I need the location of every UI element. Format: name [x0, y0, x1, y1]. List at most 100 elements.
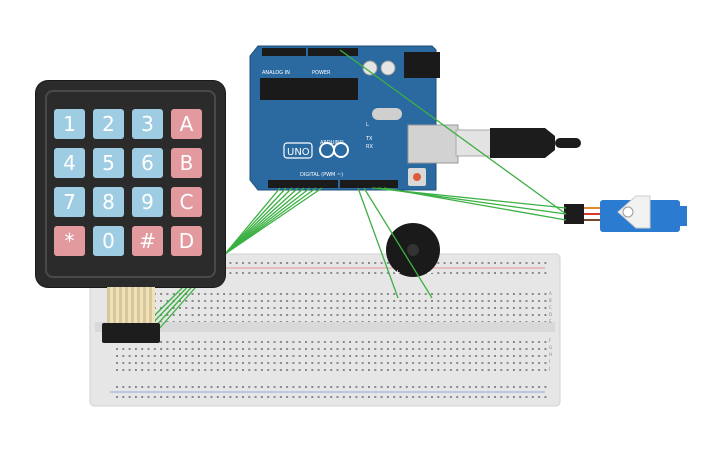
- breadboard-hole: [160, 293, 163, 295]
- breadboard-hole: [368, 396, 370, 398]
- power-jack: [404, 52, 440, 78]
- breadboard-hole: [260, 272, 263, 274]
- breadboard-hole: [210, 348, 213, 350]
- breadboard-hole: [449, 362, 452, 364]
- breadboard-hole: [204, 362, 207, 364]
- keypad-key[interactable]: B: [171, 148, 202, 178]
- breadboard-hole: [355, 362, 358, 364]
- breadboard-hole: [437, 272, 440, 274]
- breadboard-hole: [153, 348, 156, 350]
- keypad-key[interactable]: 2: [93, 109, 124, 139]
- breadboard-hole: [443, 386, 446, 388]
- arduino-uno[interactable]: UNO ARDUINO ANALOG IN POWER DIGITAL (PWM…: [249, 45, 459, 191]
- breadboard-hole: [399, 314, 402, 316]
- keypad-key[interactable]: *: [54, 226, 85, 256]
- breadboard-hole: [481, 307, 484, 309]
- breadboard-hole: [399, 369, 402, 371]
- breadboard-hole: [254, 341, 257, 343]
- breadboard-hole: [248, 262, 251, 264]
- servo-motor[interactable]: [564, 195, 687, 232]
- breadboard-hole: [260, 396, 263, 398]
- keypad-key[interactable]: 7: [54, 187, 85, 217]
- wires[interactable]: [139, 49, 567, 331]
- breadboard-hole: [386, 396, 389, 398]
- breadboard-hole: [431, 307, 433, 309]
- breadboard[interactable]: A B C D E F G H I J: [89, 253, 561, 407]
- breadboard-hole: [418, 369, 421, 371]
- breadboard-hole: [475, 293, 478, 295]
- breadboard-hole: [512, 314, 515, 316]
- keypad-key[interactable]: 0: [93, 226, 124, 256]
- breadboard-hole: [292, 293, 295, 295]
- breadboard-hole: [519, 300, 522, 302]
- keypad-key[interactable]: A: [171, 109, 202, 139]
- keypad-key[interactable]: 4: [54, 148, 85, 178]
- keypad-key[interactable]: 5: [93, 148, 124, 178]
- breadboard-hole: [500, 272, 503, 274]
- breadboard-hole: [210, 300, 213, 302]
- breadboard-hole: [418, 396, 421, 398]
- piezo-buzzer[interactable]: + −: [386, 223, 440, 277]
- breadboard-hole: [393, 314, 396, 316]
- keypad-key[interactable]: 9: [132, 187, 163, 217]
- usb-cable[interactable]: [455, 128, 581, 158]
- breadboard-hole: [456, 355, 459, 357]
- breadboard-hole: [512, 362, 515, 364]
- keypad-key[interactable]: D: [171, 226, 202, 256]
- svg-text:B: B: [549, 298, 552, 303]
- keypad-key[interactable]: 8: [93, 187, 124, 217]
- keypad-key[interactable]: 1: [54, 109, 85, 139]
- breadboard-hole: [500, 300, 503, 302]
- keypad-key[interactable]: 6: [132, 148, 163, 178]
- breadboard-hole: [487, 348, 490, 350]
- breadboard-hole: [449, 272, 452, 274]
- breadboard-hole: [538, 355, 541, 357]
- breadboard-hole: [248, 341, 251, 343]
- breadboard-hole: [418, 307, 421, 309]
- breadboard-hole: [443, 262, 446, 264]
- breadboard-hole: [481, 341, 484, 343]
- breadboard-hole: [323, 300, 326, 302]
- breadboard-hole: [374, 262, 377, 264]
- keypad-header-pins[interactable]: [102, 323, 160, 343]
- breadboard-hole: [506, 300, 509, 302]
- breadboard-hole: [235, 386, 238, 388]
- breadboard-hole: [525, 386, 528, 388]
- breadboard-hole: [481, 362, 484, 364]
- arduino-logo-icon: [319, 142, 349, 158]
- breadboard-hole: [468, 314, 471, 316]
- breadboard-hole: [437, 386, 440, 388]
- svg-text:I: I: [549, 359, 550, 364]
- breadboard-hole: [418, 300, 421, 302]
- breadboard-hole: [456, 348, 459, 350]
- breadboard-hole: [449, 300, 452, 302]
- breadboard-hole: [386, 355, 389, 357]
- keypad-key[interactable]: #: [132, 226, 163, 256]
- keypad-key[interactable]: C: [171, 187, 202, 217]
- breadboard-hole: [122, 362, 125, 364]
- breadboard-hole: [254, 355, 257, 357]
- breadboard-hole: [279, 272, 282, 274]
- breadboard-hole: [386, 262, 389, 264]
- breadboard-hole: [519, 355, 522, 357]
- breadboard-hole: [128, 396, 131, 398]
- uno-label: UNO: [287, 147, 310, 158]
- breadboard-hole: [475, 272, 478, 274]
- breadboard-hole: [235, 341, 238, 343]
- breadboard-hole: [330, 355, 333, 357]
- breadboard-hole: [368, 341, 370, 343]
- breadboard-hole: [355, 355, 358, 357]
- breadboard-hole: [512, 355, 515, 357]
- breadboard-hole: [531, 386, 534, 388]
- breadboard-hole: [248, 396, 251, 398]
- breadboard-hole: [494, 300, 496, 302]
- breadboard-hole: [374, 293, 377, 295]
- breadboard-hole: [405, 348, 408, 350]
- keypad-key[interactable]: 3: [132, 109, 163, 139]
- breadboard-hole: [166, 314, 169, 316]
- breadboard-hole: [525, 355, 528, 357]
- breadboard-hole: [494, 262, 496, 264]
- breadboard-hole: [468, 341, 471, 343]
- breadboard-hole: [179, 341, 181, 343]
